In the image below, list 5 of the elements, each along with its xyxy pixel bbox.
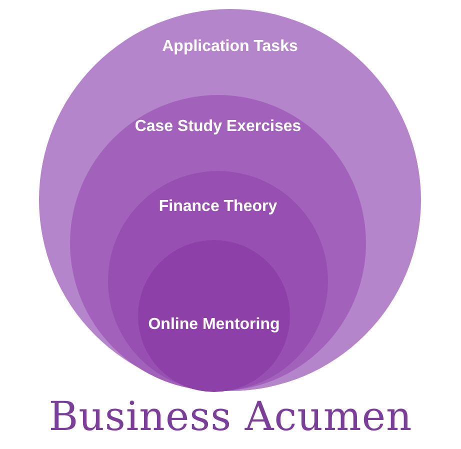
- title: Business Acumen: [48, 394, 414, 440]
- circle-label: Online Mentoring: [147, 315, 281, 335]
- circle-label: Application Tasks: [161, 37, 299, 57]
- circle-label: Finance Theory: [158, 197, 278, 217]
- circle-label: Case Study Exercises: [134, 117, 302, 137]
